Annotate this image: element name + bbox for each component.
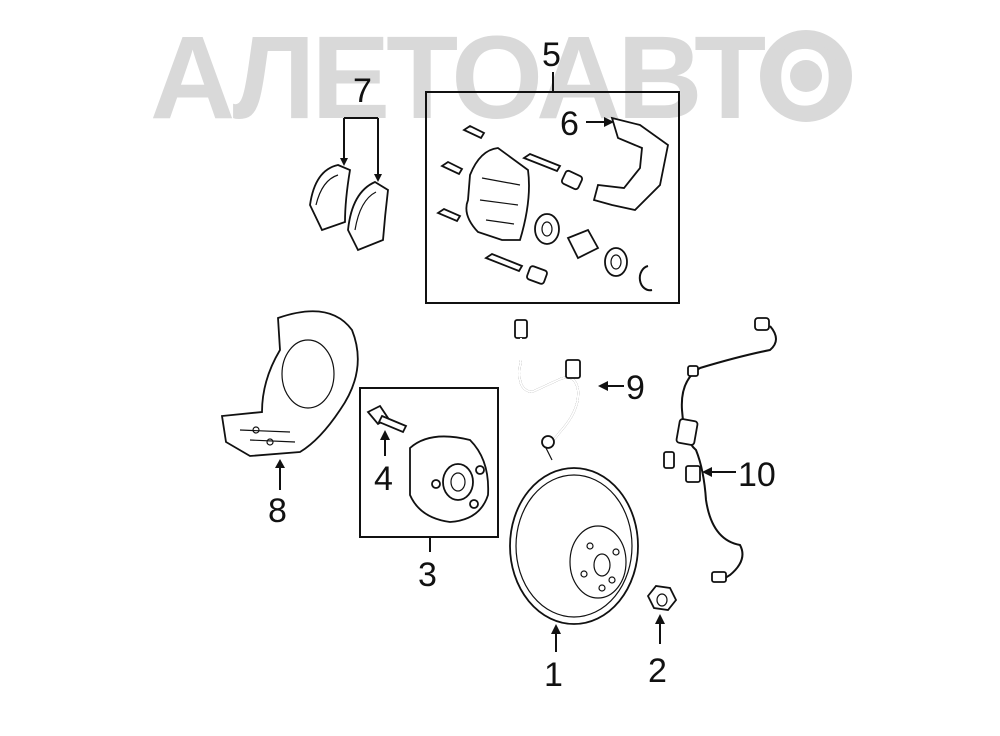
caliper-bolts bbox=[436, 124, 562, 273]
brake-pad-inner bbox=[309, 164, 352, 232]
callout-9: 9 bbox=[626, 369, 645, 407]
hose-bracket bbox=[565, 359, 581, 379]
brake-pads-group: 7 bbox=[309, 72, 389, 252]
cable-clip bbox=[675, 418, 699, 446]
dust-shield-group: 8 bbox=[220, 310, 359, 530]
brake-hose-group: 9 bbox=[514, 319, 645, 461]
caliper-body bbox=[465, 147, 530, 241]
brake-hose bbox=[518, 338, 580, 443]
hub-nut-group: 2 bbox=[646, 585, 678, 690]
dust-shield bbox=[220, 310, 359, 457]
brake-pad-outer bbox=[347, 180, 389, 252]
callout-8: 8 bbox=[268, 492, 287, 530]
callout-4: 4 bbox=[374, 460, 393, 498]
callout-5: 5 bbox=[542, 36, 561, 74]
gear-logo-icon bbox=[760, 30, 852, 122]
brake-disc-group: 1 bbox=[509, 467, 639, 694]
caliper-bracket bbox=[592, 116, 669, 211]
brake-disc bbox=[509, 467, 639, 625]
sensor-head bbox=[711, 571, 727, 583]
callout-10: 10 bbox=[738, 456, 776, 494]
callout-1: 1 bbox=[544, 656, 563, 694]
hub-bearing-group: 4 3 bbox=[359, 387, 499, 594]
banjo-fitting bbox=[541, 435, 555, 449]
callout-2: 2 bbox=[648, 652, 667, 690]
callout-7: 7 bbox=[353, 72, 372, 110]
slide-boot bbox=[560, 169, 584, 191]
callout-7-leader bbox=[343, 117, 379, 175]
piston bbox=[566, 228, 600, 260]
watermark-text: АЛЕТОАВТО bbox=[150, 12, 847, 144]
abs-sensor-group: 10 bbox=[663, 317, 777, 583]
callout-3: 3 bbox=[418, 556, 437, 594]
hub-nut bbox=[646, 585, 678, 611]
sensor-cable bbox=[680, 325, 777, 581]
retaining-ring bbox=[638, 265, 653, 292]
caliper-assembly-group: 5 6 bbox=[425, 36, 680, 304]
dust-boot bbox=[604, 247, 628, 277]
callout-6: 6 bbox=[560, 105, 579, 143]
sensor-connector bbox=[754, 317, 770, 331]
watermark: АЛЕТОАВТО bbox=[150, 12, 852, 144]
piston-seal bbox=[534, 213, 560, 245]
hose-fitting-top bbox=[514, 319, 528, 339]
